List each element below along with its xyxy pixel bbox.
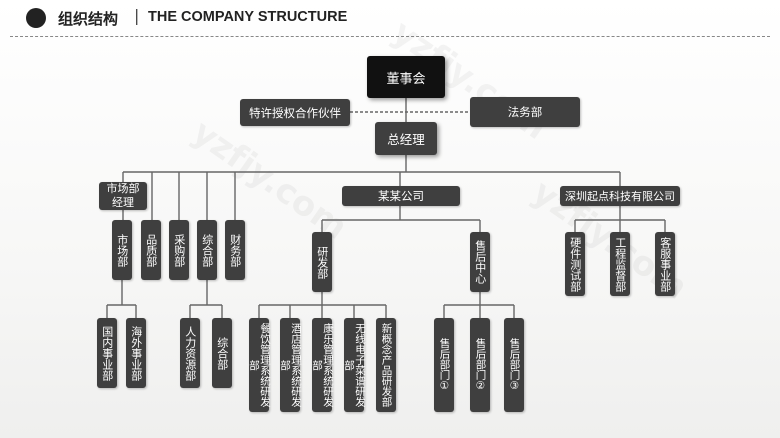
domestic-dept-box: 国内事业部 <box>97 318 117 388</box>
general-sub-dept-box: 综合部 <box>212 318 232 388</box>
page-title: 组织结构 <box>58 10 119 28</box>
catering-rnd-box: 餐饮管理系统研发部 <box>248 318 271 412</box>
general-manager-box: 总经理 <box>375 122 437 155</box>
board-box: 董事会 <box>367 56 445 98</box>
legal-dept-box: 法务部 <box>470 97 580 127</box>
finance-dept-box: 财务部 <box>225 220 245 280</box>
shenzhen-company-box: 深圳起点科技有限公司 <box>560 186 680 206</box>
new-concept-rnd-box: 新概念产品研发部 <box>376 318 396 412</box>
hotel-rnd-box: 酒店管理系统研发部 <box>279 318 302 412</box>
aftersales-dept-3-box: 售后部门③ <box>504 318 524 412</box>
page-subtitle: THE COMPANY STRUCTURE <box>148 9 348 25</box>
aftersales-dept-2-box: 售后部门② <box>470 318 490 412</box>
page-header: 组织结构 | THE COMPANY STRUCTURE <box>0 0 780 36</box>
kangle-rnd-box: 康乐管理系统研发部 <box>311 318 334 412</box>
market-manager-line2: 经理 <box>112 196 134 209</box>
hr-dept-box: 人力资源部 <box>180 318 200 388</box>
wireless-menu-rnd-box: 无线电子菜谱研发部 <box>343 318 366 412</box>
customer-service-box: 客服事业部 <box>655 232 675 296</box>
general-dept-box: 综合部 <box>197 220 217 280</box>
quality-dept-box: 品质部 <box>141 220 161 280</box>
subsidiary-box: 某某公司 <box>342 186 460 206</box>
aftersales-center-box: 售后中心 <box>470 232 490 292</box>
title-separator: | <box>134 6 140 25</box>
hardware-test-box: 硬件测试部 <box>565 232 585 296</box>
aftersales-dept-1-box: 售后部门① <box>434 318 454 412</box>
engineering-supervision-box: 工程监督部 <box>610 232 630 296</box>
purchase-dept-box: 采购部 <box>169 220 189 280</box>
header-divider <box>10 36 770 37</box>
franchise-partner-box: 特许授权合作伙伴 <box>240 99 350 126</box>
rnd-dept-box: 研发部 <box>312 232 332 292</box>
market-manager-box: 市场部 经理 <box>99 182 147 210</box>
market-manager-line1: 市场部 <box>106 182 140 196</box>
header-bullet-icon <box>26 8 46 28</box>
overseas-dept-box: 海外事业部 <box>126 318 146 388</box>
market-dept-box: 市场部 <box>112 220 132 280</box>
